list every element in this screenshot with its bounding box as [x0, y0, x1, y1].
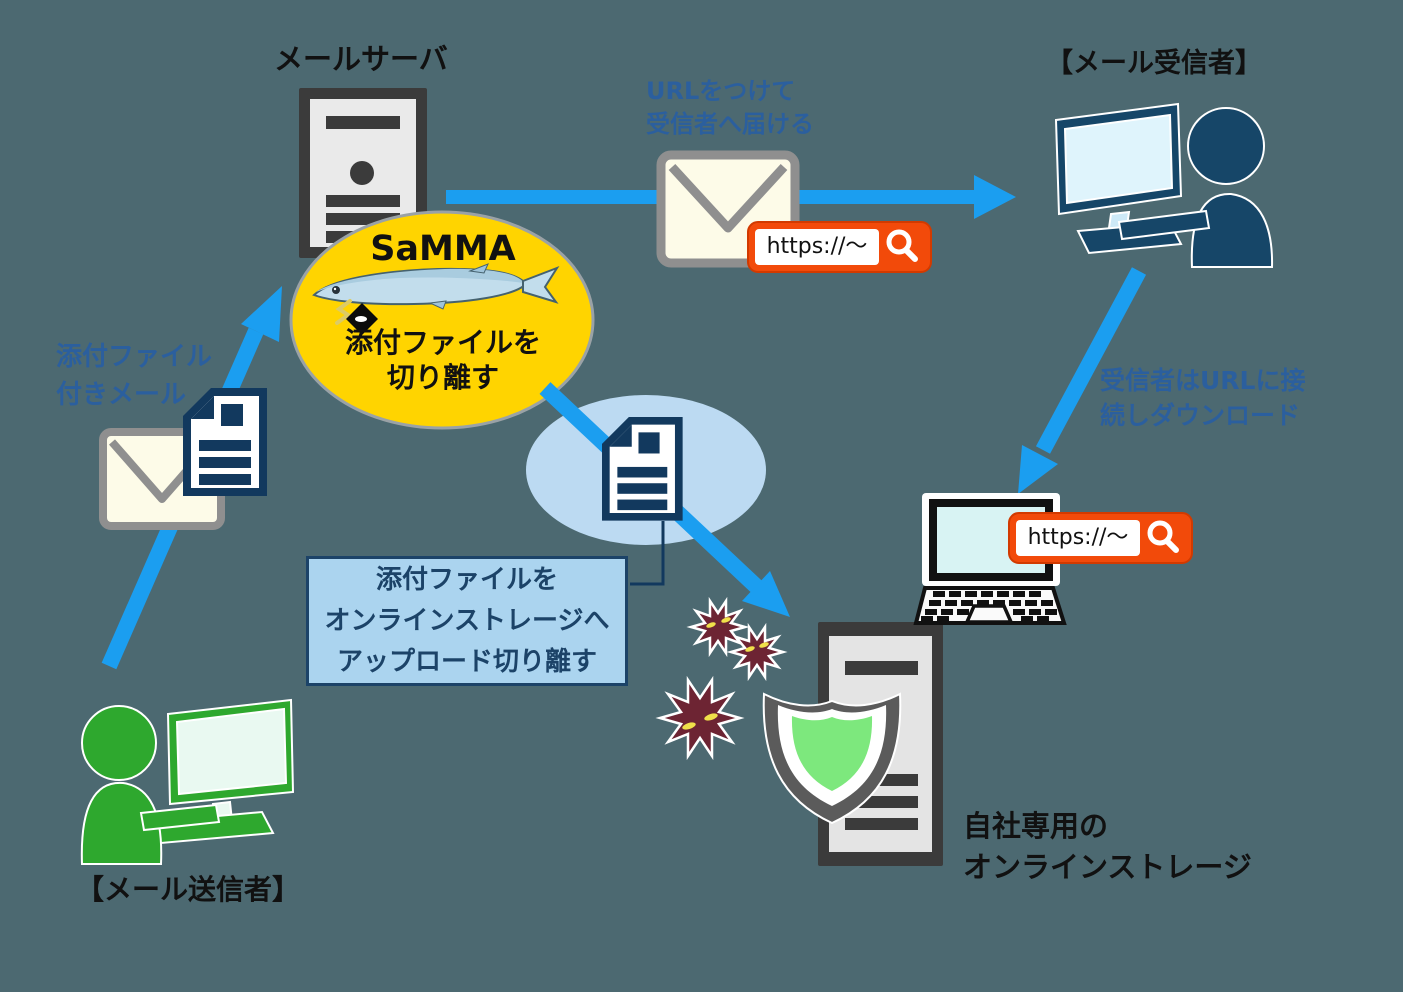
keyboard-arm — [139, 803, 221, 832]
laptop-trackpad — [964, 604, 1014, 624]
url-note-line1: URLをつけて — [646, 77, 796, 105]
samma-title: SaMMA — [370, 229, 516, 269]
mail-server-label: メールサーバ — [274, 42, 448, 76]
sender-user-icon — [80, 698, 295, 865]
upload-note-line3: アップロード切り離す — [336, 646, 597, 677]
saury-fish-icon — [312, 263, 560, 335]
samma-bubble — [289, 210, 595, 430]
virus-icon — [686, 596, 750, 658]
mail-recipient-label: 【メール受信者】 — [1046, 48, 1262, 79]
person-body — [1190, 192, 1274, 268]
person-head — [81, 705, 157, 781]
virus-icon — [726, 622, 788, 682]
samma-caption-line1: 添付ファイルを — [344, 326, 541, 359]
attach-mail-line2: 付きメール — [56, 380, 187, 410]
upload-note-box: 添付ファイルを オンラインストレージへ アップロード切り離す — [306, 556, 628, 686]
upload-note-line2: オンラインストレージへ — [324, 605, 610, 636]
url-text-laptop: https://～ — [1027, 525, 1129, 550]
storage-label-line1: 自社専用の — [963, 809, 1109, 843]
upload-note-line1: 添付ファイルを — [375, 564, 558, 595]
mail-sender-label: 【メール送信者】 — [76, 873, 301, 906]
storage-label-line2: オンラインストレージ — [963, 850, 1252, 884]
virus-icon — [655, 675, 745, 761]
connector-line — [630, 521, 665, 586]
detached-attachment-icon — [602, 417, 683, 521]
download-note-line1: 受信者はURLに接 — [1100, 366, 1306, 395]
attached-document-icon — [183, 388, 267, 496]
keyboard-arm — [1117, 209, 1211, 241]
tag-rope — [335, 299, 352, 325]
download-note-line2: 続しダウンロード — [1100, 401, 1301, 430]
samma-caption-line2: 切り離す — [386, 361, 499, 394]
person-body — [80, 781, 163, 865]
recipient-user-icon — [1054, 102, 1274, 268]
arrow-recipient-to-laptop — [1018, 267, 1147, 494]
url-note-line2: 受信者へ届ける — [646, 110, 814, 138]
url-text-mail: https://～ — [766, 234, 868, 259]
attach-mail-line1: 添付ファイル — [56, 342, 213, 372]
person-head — [1187, 107, 1265, 185]
attachment-mail-icon — [99, 388, 267, 530]
shield-icon — [762, 692, 902, 825]
